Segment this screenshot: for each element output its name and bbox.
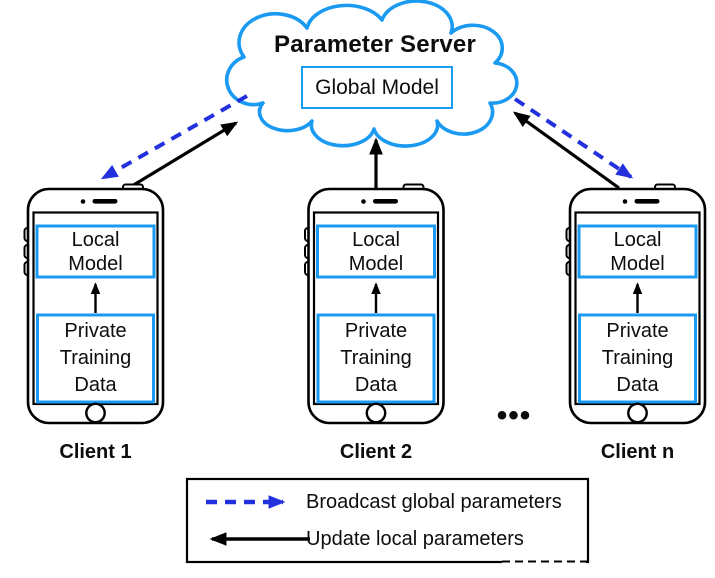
local-model-label: Local Model [579,227,696,276]
global-model-box [301,66,453,109]
local-model-label: Local Model [318,227,435,276]
parameter-server-title: Parameter Server [273,31,476,58]
home-button-icon [85,402,106,424]
update-arrow-right [512,111,620,190]
phone-client-n [565,183,707,425]
client-n-label: Client n [600,440,675,463]
client-1-label: Client 1 [59,440,132,463]
global-model-label: Global Model [315,75,439,99]
local-model-box [577,224,698,279]
broadcast-arrow-right [513,97,634,179]
private-data-label: Private Training Data [37,317,154,400]
speaker-icon [373,199,398,204]
legend-update-label: Update local parameters [306,527,524,550]
local-model-line: Model [348,252,404,275]
local-model-box [316,224,436,279]
ellipsis-dots: ••• [496,399,532,432]
private-data-line: Training [59,347,132,369]
local-model-line: Model [610,252,665,275]
local-model-box [35,224,156,279]
local-model-line: Local [352,228,400,251]
phone-client-1 [23,183,165,425]
speaker-icon [92,199,118,204]
camera-icon [361,199,366,204]
home-button-icon [627,402,648,424]
private-data-line: Training [340,347,412,369]
camera-icon [80,199,86,204]
private-data-label: Private Training Data [318,317,435,400]
phone-client-2 [304,183,445,425]
home-button-icon [365,402,387,424]
private-data-line: Data [354,374,398,396]
private-data-box [316,313,436,404]
broadcast-arrow-left [100,94,248,180]
camera-icon [622,199,628,204]
private-data-line: Private [344,320,408,342]
private-data-line: Data [74,374,117,396]
private-data-line: Private [64,320,127,342]
legend-broadcast-label: Broadcast global parameters [306,490,562,513]
local-model-line: Local [613,228,662,251]
private-data-box [578,313,697,404]
private-data-label: Private Training Data [579,317,696,400]
private-data-line: Data [616,374,659,396]
private-data-line: Private [606,320,669,342]
client-2-label: Client 2 [339,440,413,463]
local-model-label: Local Model [37,227,154,276]
speaker-icon [634,199,660,204]
local-model-line: Model [68,252,123,275]
update-arrow-left [126,121,239,191]
local-model-line: Local [71,228,120,251]
private-data-box [36,313,155,404]
legend-box [185,477,590,564]
private-data-line: Training [601,347,674,369]
